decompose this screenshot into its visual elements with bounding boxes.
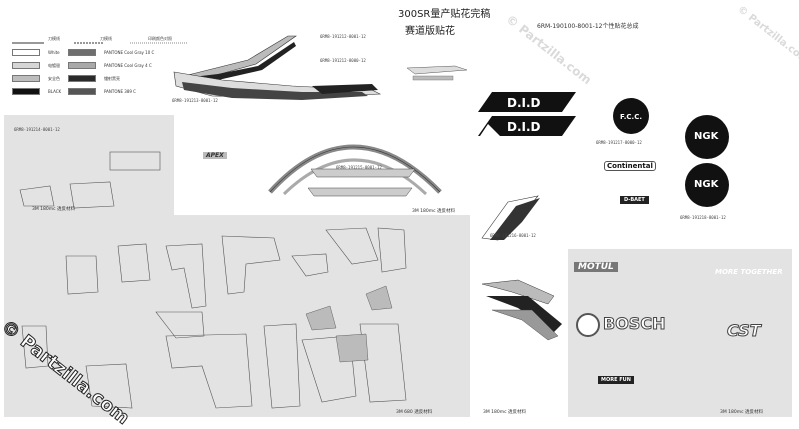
part-label: 6RM8-191212-8001-12 bbox=[320, 34, 366, 39]
part-label: 6RM8-191212-8000-12 bbox=[320, 58, 366, 63]
small-logo-strip bbox=[406, 65, 468, 81]
legend-swatch-black bbox=[12, 88, 40, 95]
decal-sheet-left bbox=[4, 115, 174, 220]
page-subtitle: 赛道版贴花 bbox=[405, 26, 455, 37]
motul-logo: MOTUL bbox=[574, 262, 618, 272]
bosch-logo-circle bbox=[576, 313, 600, 337]
together-logo: MORE TOGETHER bbox=[715, 268, 783, 276]
did-logo-2: D.I.D bbox=[507, 120, 541, 134]
legend-header-3: 印刷颜色对照 bbox=[148, 36, 172, 41]
wing-decal-lower bbox=[481, 279, 562, 341]
legend-label: White bbox=[48, 50, 60, 55]
part-label: 6RM8-191213-8001-12 bbox=[172, 98, 218, 103]
legend-swatch-laser-black bbox=[68, 75, 96, 82]
watermark-faint-2: © Partzilla.com bbox=[735, 4, 799, 67]
sheet-caption-bottom-right: 3M 180mc 透反材料 bbox=[720, 410, 764, 415]
sheet-caption-center: 3M 180mc 透反材料 bbox=[412, 209, 456, 214]
legend-header-lines bbox=[12, 42, 187, 44]
sheet-caption-bottom-left: 3M 680 透反材料 bbox=[396, 410, 433, 415]
legend-header-1: 刀模线 bbox=[48, 36, 60, 41]
apex-logo: APEX bbox=[203, 152, 227, 159]
did-banner-2 bbox=[478, 116, 576, 136]
legend-label: 镭射黑亮 bbox=[104, 76, 120, 81]
legend-label: PANTONE Cool Gray 10 C bbox=[104, 50, 155, 55]
did-banner-1 bbox=[478, 92, 576, 112]
fender-bar-1 bbox=[310, 168, 416, 178]
legend-swatch-safety bbox=[12, 75, 40, 82]
decal-sheet-bottom-right bbox=[568, 249, 792, 417]
ngk-logo-circle-2 bbox=[685, 163, 729, 207]
continental-logo: Continental bbox=[604, 161, 656, 171]
part-label: 6RM8-191215-8001-12 bbox=[336, 165, 382, 170]
legend-swatch-silver bbox=[12, 62, 40, 69]
part-label: 6RM8-191217-8000-12 bbox=[596, 140, 642, 145]
page-title: 300SR量产贴花完稿 bbox=[398, 9, 491, 20]
fcc-logo-circle bbox=[613, 98, 649, 134]
bosch-logo: BOSCH bbox=[602, 314, 666, 334]
sheet-caption-bottom-mid: 3M 180mc 透反材料 bbox=[483, 410, 527, 415]
fender-bar-2 bbox=[307, 187, 413, 197]
ngk-logo-circle-1 bbox=[685, 115, 729, 159]
sheet-caption-left: 3M 180mc 透反材料 bbox=[32, 207, 76, 212]
decal-sheet-bottom-left bbox=[4, 215, 470, 417]
ebaet-logo: D-BAET bbox=[620, 196, 649, 204]
legend-label: PANTONE 389 C bbox=[104, 89, 136, 94]
part-label: 6RM8-191214-8001-12 bbox=[14, 127, 60, 132]
cutline-decals-left bbox=[19, 151, 161, 209]
legend-swatch-white bbox=[12, 49, 40, 56]
part-label: 6RM8-191218-8001-12 bbox=[680, 215, 726, 220]
cst-logo: CST bbox=[727, 321, 762, 341]
legend-label: 安全色 bbox=[48, 76, 60, 81]
legend-swatch-cool-gray-4 bbox=[68, 62, 96, 69]
legend-label: 电镀银 bbox=[48, 63, 60, 68]
legend-swatch-cool-gray-10 bbox=[68, 49, 96, 56]
fcc-logo: F.C.C. bbox=[620, 113, 643, 121]
legend-swatch-389 bbox=[68, 88, 96, 95]
tank-stripe-lower bbox=[173, 71, 382, 100]
wing-decal-upper bbox=[481, 195, 540, 241]
ngk-logo-2: NGK bbox=[694, 179, 719, 190]
cutline-decals-bottom bbox=[21, 227, 407, 409]
fender-arc-decal bbox=[268, 144, 442, 196]
legend-label: PANTONE Cool Gray 4 C bbox=[104, 63, 152, 68]
legend-label: BLACK bbox=[48, 89, 62, 94]
did-logo-1: D.I.D bbox=[507, 96, 541, 110]
legend-header-2: 刀模线 bbox=[100, 36, 112, 41]
part-assembly-title: 6RM-190100-8001-12个性贴花总成 bbox=[537, 23, 639, 30]
more-fun-logo: MORE FUN bbox=[598, 376, 634, 384]
part-label: 6RM8-191216-8001-12 bbox=[490, 233, 536, 238]
ngk-logo-1: NGK bbox=[694, 131, 719, 142]
tank-stripe-upper bbox=[179, 35, 297, 80]
